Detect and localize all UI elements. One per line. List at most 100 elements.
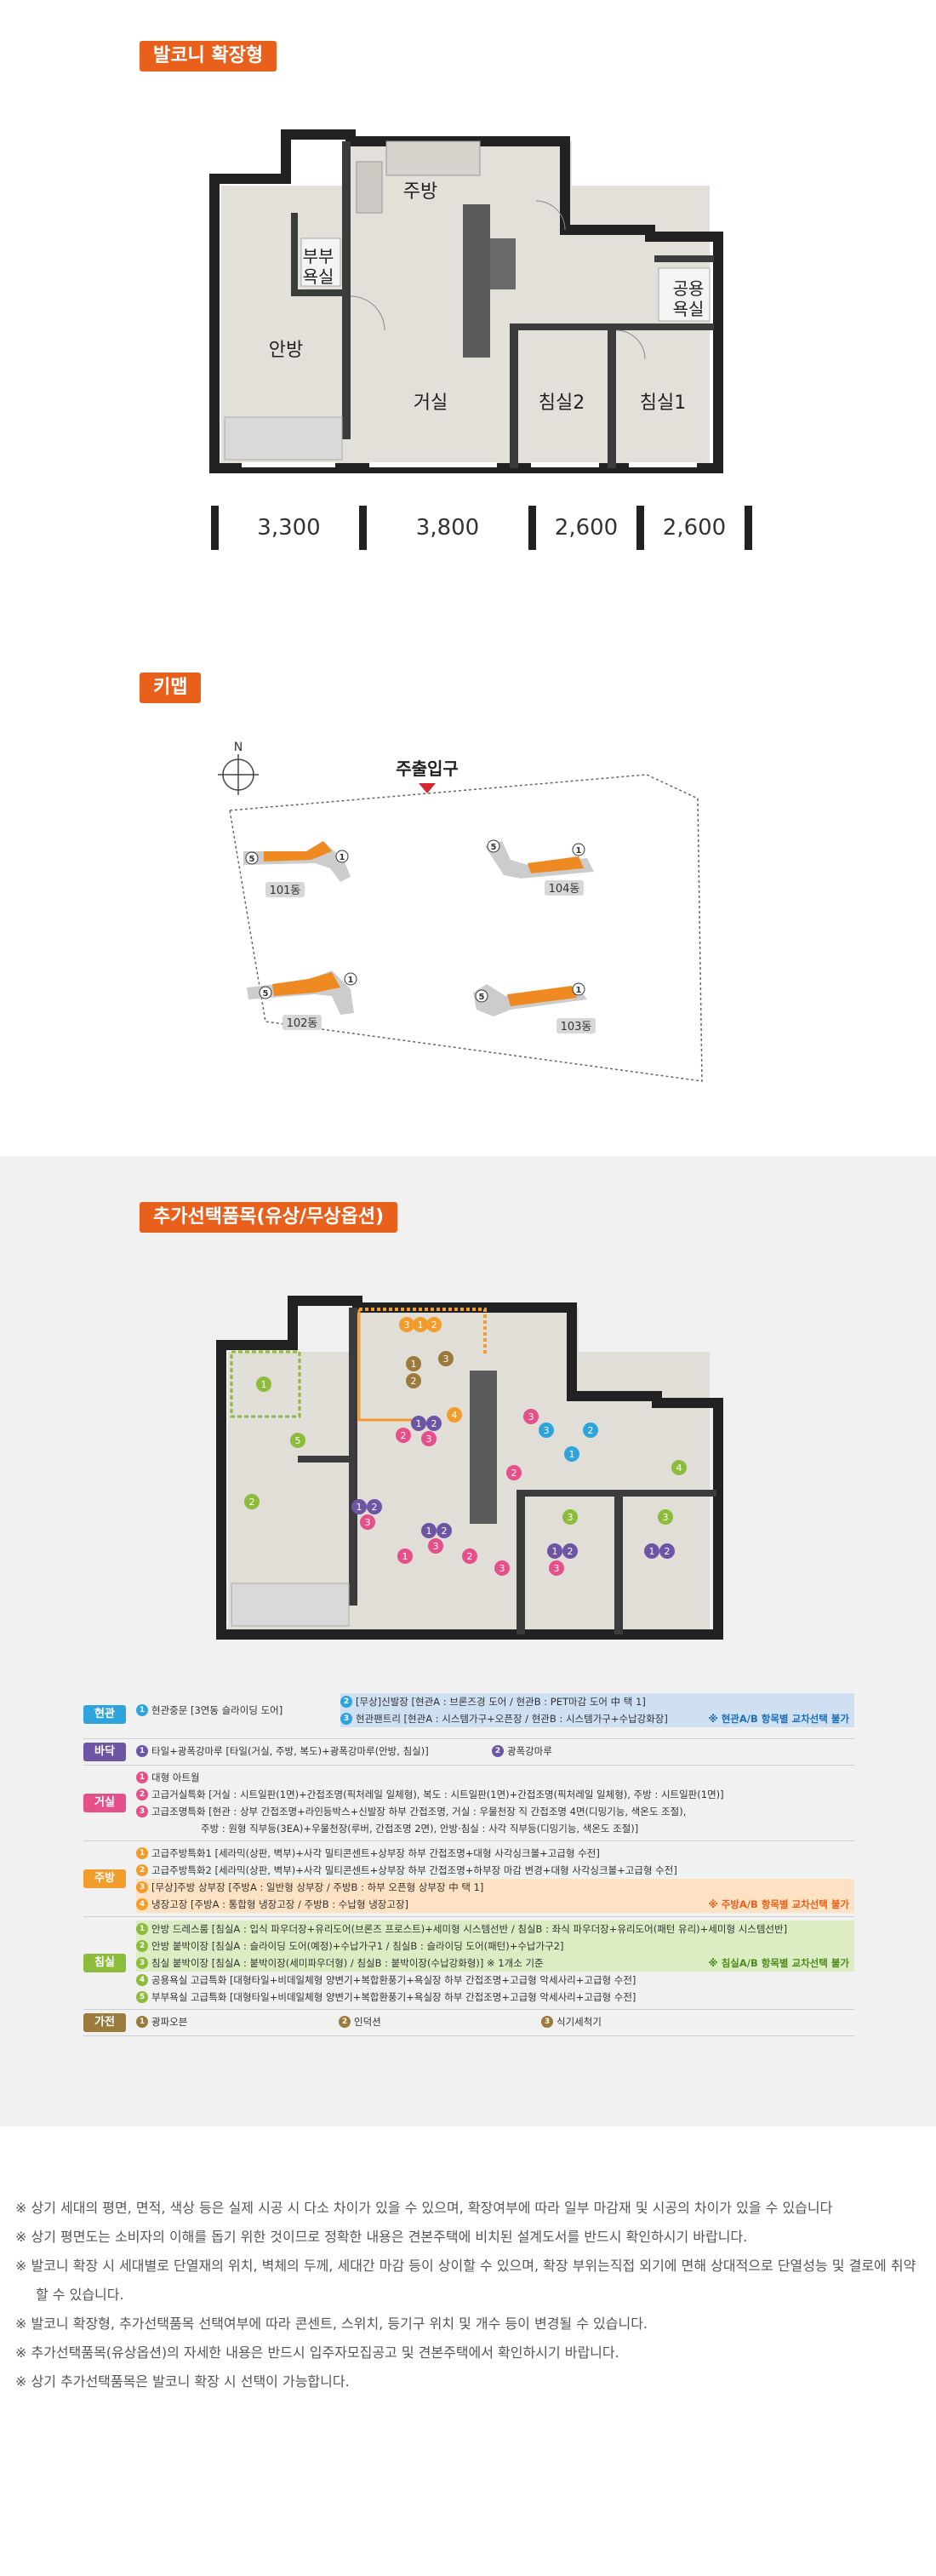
svg-text:2: 2 [467, 1551, 473, 1562]
building-101: 5 1 101동 [243, 841, 351, 897]
svg-text:1: 1 [348, 976, 354, 985]
category-bedroom: 침실 [83, 1954, 126, 1972]
option-kitchen-1: 고급주방특화1 [세라믹(상판, 벽부)+사각 밀티콘센트+상부장 하부 간접조… [151, 1847, 600, 1859]
svg-text:2: 2 [401, 1430, 407, 1441]
option-entrance-3: 현관팬트리 [현관A : 시스템가구+오픈장 / 현관B : 시스템가구+수납강… [356, 1713, 668, 1725]
entrance-marker-icon [419, 783, 436, 793]
svg-text:5: 5 [249, 855, 255, 864]
option-kitchen-3: [무상]주방 상부장 [주방A : 일반형 상부장 / 주방B : 하부 오픈형… [151, 1881, 484, 1893]
svg-text:3: 3 [528, 1411, 534, 1423]
option-bedroom-5: 부부욕실 고급특화 [대형타일+비데일체형 양변기+복합환풍기+욕실장 하부 간… [151, 1991, 636, 2003]
marker-group-living: 2 3 3 2 3 1 3 2 3 3 [360, 1409, 564, 1576]
room-label-couple-bath-1: 부부 [303, 246, 334, 266]
svg-text:3: 3 [426, 1434, 432, 1445]
svg-text:2: 2 [249, 1497, 255, 1508]
dimension-2: 3,800 [415, 515, 480, 541]
svg-text:3: 3 [663, 1512, 669, 1523]
room-label-bed1: 침실1 [640, 392, 686, 414]
svg-text:3: 3 [433, 1541, 439, 1552]
svg-text:1: 1 [357, 1502, 362, 1513]
svg-text:5: 5 [479, 993, 485, 1002]
option-appliance-3: 식기세척기 [556, 2016, 602, 2028]
compass-label: N [234, 741, 243, 754]
svg-text:1: 1 [576, 986, 582, 995]
note-3: ※ 발코니 확장 시 세대별로 단열재의 위치, 벽체의 두께, 세대간 마감 … [15, 2258, 916, 2303]
svg-text:3: 3 [499, 1563, 505, 1574]
category-entrance: 현관 [83, 1704, 126, 1724]
svg-text:2: 2 [372, 1502, 378, 1513]
svg-text:1: 1 [649, 1546, 655, 1557]
svg-text:1: 1 [261, 1379, 267, 1390]
svg-text:2: 2 [568, 1546, 574, 1557]
marker-group-bedroom: 1 2 5 3 3 4 [244, 1377, 687, 1525]
svg-text:2: 2 [588, 1425, 594, 1436]
svg-text:4: 4 [452, 1410, 458, 1421]
svg-text:2: 2 [411, 1376, 417, 1387]
floor-plan-title: 발코니 확장형 [140, 41, 277, 72]
building-label-104: 104동 [549, 883, 580, 896]
dimension-4: 2,600 [662, 515, 727, 541]
compass-icon: N [218, 741, 259, 795]
option-bedroom-3: 침실 붙박이장 [침실A : 붙박이장(세미파우더형) / 침실B : 붙박이장… [151, 1957, 544, 1969]
option-kitchen-2: 고급주방특화2 [세라믹(상판, 벽부)+사각 밀티콘센트+상부장 하부 간접조… [151, 1864, 677, 1876]
option-appliance-2: 인덕션 [354, 2016, 381, 2028]
svg-text:1: 1 [416, 1418, 422, 1429]
category-living: 거실 [83, 1794, 126, 1812]
building-104: 5 1 104동 [485, 839, 594, 896]
options-title: 추가선택품목(유상/무상옵션) [140, 1202, 398, 1233]
svg-text:5: 5 [295, 1435, 301, 1446]
room-label-shared-bath-1: 공용 [673, 278, 705, 299]
svg-text:4: 4 [676, 1463, 682, 1474]
svg-text:3: 3 [554, 1563, 560, 1574]
note-4: ※ 발코니 확장형, 추가선택품목 선택여부에 따라 콘센트, 스위치, 등기구… [15, 2316, 648, 2332]
svg-text:3: 3 [365, 1517, 371, 1528]
room-label-bed2: 침실2 [539, 392, 585, 414]
svg-text:3: 3 [568, 1512, 574, 1523]
option-appliance-1: 광파오븐 [151, 2016, 188, 2028]
building-label-101: 101동 [270, 884, 301, 897]
option-bedroom-1: 안방 드레스룸 [침실A : 입식 파우더장+유리도어(브론즈 프로스트)+세미… [151, 1923, 788, 1935]
svg-text:1: 1 [340, 853, 345, 862]
room-label-kitchen: 주방 [403, 181, 437, 203]
svg-text:1: 1 [569, 1449, 575, 1460]
svg-text:3: 3 [404, 1319, 410, 1331]
kitchen-note: ※ 주방A/B 항목별 교차선택 불가 [708, 1898, 849, 1910]
option-floor-2: 광폭강마루 [507, 1745, 552, 1757]
svg-text:1: 1 [402, 1551, 408, 1562]
svg-text:3: 3 [443, 1354, 449, 1365]
bedroom-note: ※ 침실A/B 항목별 교차선택 불가 [708, 1957, 849, 1969]
option-bedroom-2: 안방 붙박이장 [침실A : 슬라이딩 도어(예정)+수납가구1 / 침실B :… [151, 1940, 564, 1952]
keymap-title: 키맵 [140, 673, 202, 703]
svg-text:5: 5 [491, 843, 497, 852]
note-2: ※ 상기 평면도는 소비자의 이해를 돕기 위한 것이므로 정확한 내용은 견본… [15, 2229, 748, 2245]
svg-text:1: 1 [552, 1546, 558, 1557]
room-label-master: 안방 [269, 340, 303, 361]
category-appliance: 가전 [83, 2013, 126, 2032]
option-bedroom-4: 공용욕실 고급특화 [대형타일+비데일체형 양변기+복합환풍기+욕실장 하부 간… [151, 1974, 636, 1986]
option-living-1: 대형 아트월 [151, 1772, 200, 1783]
category-kitchen: 주방 [83, 1869, 126, 1888]
floor-plan: 주방 부부 욕실 공용 욕실 안방 거실 침실2 침실1 [208, 128, 727, 477]
room-label-living: 거실 [414, 392, 448, 414]
category-floor: 바닥 [83, 1743, 126, 1761]
note-6: ※ 상기 추가선택품목은 발코니 확장 시 선택이 가능합니다. [15, 2373, 350, 2390]
option-living-3: 고급조명특화 [현관 : 상부 간접조명+라인등박스+신발장 하부 간접조명, … [151, 1806, 687, 1818]
option-living-3-cont: 주방 : 원형 직부등(3EA)+우물천장(루버, 간접조명 2면), 안방·침… [201, 1823, 639, 1835]
building-label-102: 102동 [287, 1017, 318, 1030]
svg-text:2: 2 [511, 1468, 517, 1479]
svg-text:1: 1 [426, 1526, 432, 1537]
keymap: N 주출입구 5 1 101동 5 1 104동 5 1 102동 [218, 741, 703, 1082]
building-label-103: 103동 [561, 1021, 592, 1033]
option-kitchen-4: 냉장고장 [주방A : 통합형 냉장고장 / 주방B : 수납형 냉장고장] [151, 1898, 409, 1910]
option-living-2: 고급거실특화 [거실 : 시트일판(1면)+간접조명(픽처레일 일체형), 복도… [151, 1789, 724, 1800]
building-102: 5 1 102동 [247, 970, 357, 1030]
disclaimer-notes: ※ 상기 세대의 평면, 면적, 색상 등은 실제 시공 시 다소 차이가 있을… [15, 2194, 917, 2396]
marker-group-appliance: 1 2 3 [406, 1351, 454, 1388]
